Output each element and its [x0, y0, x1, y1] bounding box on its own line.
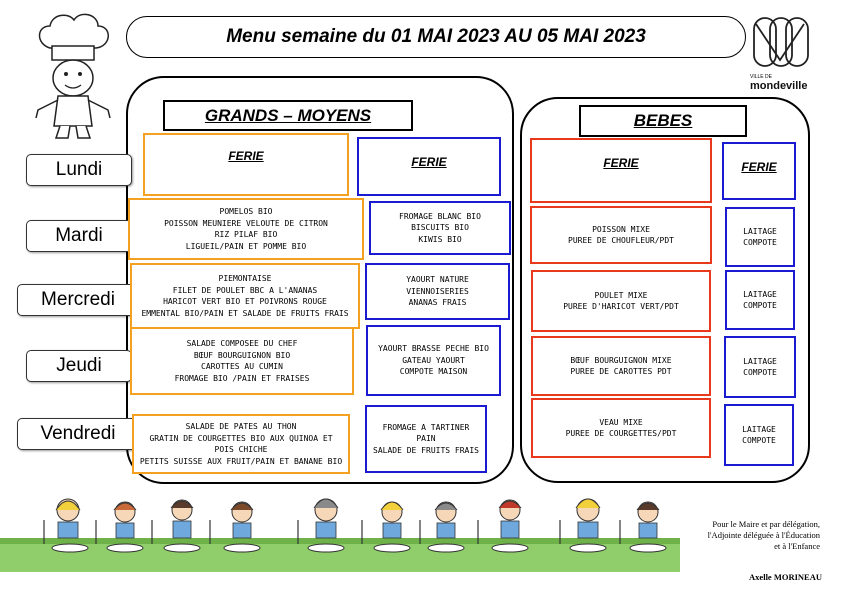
bebes-panel	[520, 97, 810, 483]
day-jeudi: Jeudi	[26, 350, 132, 382]
sign-line: Pour le Maire et par délégation,	[712, 519, 820, 529]
day-vendredi: Vendredi	[17, 418, 139, 450]
menu-item: FROMAGE BLANC BIO	[399, 211, 481, 221]
signatory-name: Axelle MORINEAU	[749, 572, 822, 582]
menu-item: PUREE DE CHOUFLEUR/PDT	[568, 236, 674, 245]
menu-item: PUREE DE COURGETTES/PDT	[565, 429, 677, 438]
lundi-bebes-dessert: FERIE	[722, 142, 796, 200]
menu-item: VIENNOISERIES	[406, 286, 469, 296]
mercredi-bebes-dessert: LAITAGE COMPOTE	[725, 270, 795, 330]
lundi-grands-dessert: FERIE	[357, 137, 501, 196]
children-illustration-icon	[0, 498, 680, 572]
mercredi-bebes-main: POULET MIXE PUREE D'HARICOT VERT/PDT	[531, 270, 711, 332]
sign-line: l'Adjointe déléguée à l'Éducation	[707, 530, 820, 540]
menu-item: EMMENTAL BIO/PAIN ET SALADE DE FRUITS FR…	[141, 308, 349, 318]
menu-title-bubble: Menu semaine du 01 MAI 2023 AU 05 MAI 20…	[126, 16, 746, 58]
menu-item: LAITAGE	[743, 289, 777, 299]
menu-item: HARICOT VERT BIO ET POIVRONS ROUGE	[163, 297, 327, 306]
menu-item: FERIE	[603, 156, 639, 170]
menu-item: FROMAGE A TARTINER	[382, 422, 470, 432]
mardi-grands-main: POMELOS BIO POISSON MEUNIERE VELOUTE DE …	[128, 198, 364, 260]
mardi-grands-dessert: FROMAGE BLANC BIO BISCUITS BIO KIWIS BIO	[369, 201, 511, 255]
chef-illustration	[28, 8, 118, 143]
lundi-bebes-main: FERIE	[530, 138, 712, 203]
menu-title: Menu semaine du 01 MAI 2023 AU 05 MAI 20…	[226, 26, 646, 47]
menu-item: SALADE COMPOSEE DU CHEF	[186, 339, 298, 348]
menu-item: BŒUF BOURGUIGNON MIXE	[570, 355, 672, 365]
menu-item: BISCUITS BIO	[411, 223, 469, 233]
lundi-grands-main: FERIE	[143, 133, 349, 196]
menu-item: LIGUEIL/PAIN ET POMME BIO	[185, 241, 307, 251]
mercredi-grands-main: PIEMONTAISE FILET DE POULET BBC A L'ANAN…	[130, 263, 360, 329]
menu-item: FILET DE POULET BBC A L'ANANAS	[172, 285, 318, 295]
bebes-section-title: BEBES	[579, 105, 747, 137]
menu-item: RIZ PILAF BIO	[214, 230, 278, 239]
menu-item: PAIN	[416, 434, 436, 444]
menu-item: PETITS SUISSE AUX FRUIT/PAIN ET BANANE B…	[139, 456, 343, 466]
children-at-table-illustration	[0, 488, 680, 572]
menu-item: CAROTTES AU CUMIN	[201, 362, 283, 371]
jeudi-bebes-dessert: LAITAGE COMPOTE	[724, 336, 796, 398]
menu-item: POISSON MEUNIERE VELOUTE DE CITRON	[164, 218, 328, 228]
jeudi-bebes-main: BŒUF BOURGUIGNON MIXE PUREE DE CAROTTES …	[531, 336, 711, 396]
jeudi-grands-dessert: YAOURT BRASSE PECHE BIO GATEAU YAOURT CO…	[366, 325, 501, 396]
menu-item: VEAU MIXE	[599, 417, 643, 427]
vendredi-grands-main: SALADE DE PATES AU THON GRATIN DE COURGE…	[132, 414, 350, 474]
vendredi-grands-dessert: FROMAGE A TARTINER PAIN SALADE DE FRUITS…	[365, 405, 487, 473]
day-mercredi: Mercredi	[17, 284, 139, 316]
day-mardi: Mardi	[26, 220, 132, 252]
menu-item: POMELOS BIO	[219, 207, 273, 216]
menu-item: PUREE D'HARICOT VERT/PDT	[563, 302, 679, 311]
menu-item: COMPOTE	[742, 436, 776, 445]
menu-item: POISSON MIXE	[592, 224, 650, 234]
menu-item: GATEAU YAOURT	[402, 355, 465, 365]
vendredi-bebes-dessert: LAITAGE COMPOTE	[724, 404, 794, 466]
menu-item: COMPOTE MAISON	[399, 367, 468, 377]
grands-panel	[126, 76, 514, 484]
city-logo: VILLE DE mondeville	[750, 14, 812, 94]
menu-item: COMPOTE	[743, 238, 777, 247]
menu-item: ANANAS FRAIS	[408, 298, 467, 308]
menu-item: FERIE	[411, 155, 447, 169]
vendredi-bebes-main: VEAU MIXE PUREE DE COURGETTES/PDT	[531, 398, 711, 458]
menu-item: PIEMONTAISE	[218, 274, 272, 283]
menu-item: POULET MIXE	[594, 290, 648, 300]
menu-item: KIWIS BIO	[418, 234, 462, 244]
menu-item: FERIE	[741, 160, 777, 174]
grands-section-title: GRANDS – MOYENS	[163, 100, 413, 131]
day-lundi: Lundi	[26, 154, 132, 186]
menu-item: LAITAGE	[743, 226, 777, 236]
menu-item: GRATIN DE COURGETTES BIO AUX QUINOA ET	[149, 433, 333, 443]
menu-item: COMPOTE	[743, 368, 777, 377]
menu-item: FROMAGE BIO /PAIN ET FRAISES	[174, 373, 310, 383]
menu-item: YAOURT BRASSE PECHE BIO	[378, 344, 489, 354]
menu-item: SALADE DE PATES AU THON	[185, 422, 297, 431]
mardi-bebes-dessert: LAITAGE COMPOTE	[725, 207, 795, 267]
sign-line: et à l'Enfance	[774, 541, 820, 551]
menu-item: PUREE DE CAROTTES PDT	[570, 367, 672, 376]
jeudi-grands-main: SALADE COMPOSEE DU CHEF BŒUF BOURGUIGNON…	[130, 327, 354, 395]
menu-item: LAITAGE	[742, 424, 776, 434]
menu-item: COMPOTE	[743, 301, 777, 310]
menu-item: YAOURT NATURE	[406, 275, 469, 285]
logo-line1: VILLE DE	[750, 74, 772, 80]
mardi-bebes-main: POISSON MIXE PUREE DE CHOUFLEUR/PDT	[530, 206, 712, 264]
menu-item: FERIE	[228, 149, 264, 163]
menu-item: SALADE DE FRUITS FRAIS	[373, 445, 479, 455]
menu-item: BŒUF BOURGUIGNON BIO	[193, 350, 291, 360]
signature-block: Pour le Maire et par délégation, l'Adjoi…	[676, 519, 820, 552]
menu-item: LAITAGE	[743, 356, 777, 366]
menu-item: POIS CHICHE	[214, 445, 268, 454]
logo-line2: mondeville	[750, 80, 808, 92]
city-logo-icon	[753, 17, 809, 67]
mercredi-grands-dessert: YAOURT NATURE VIENNOISERIES ANANAS FRAIS	[365, 263, 510, 320]
